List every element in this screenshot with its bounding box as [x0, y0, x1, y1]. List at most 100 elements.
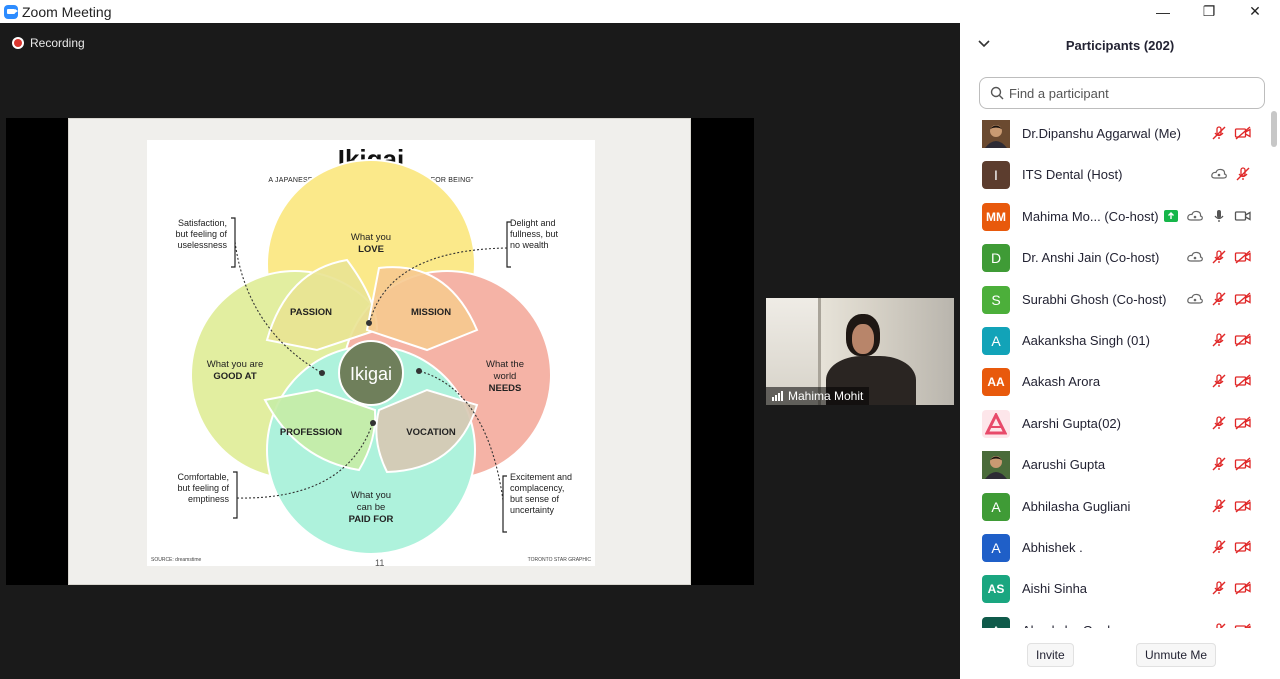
- mic-muted-icon[interactable]: [1210, 414, 1228, 432]
- note-br-3: but sense of: [510, 494, 560, 504]
- participant-row[interactable]: D Dr. Anshi Jain (Co-host): [960, 238, 1270, 278]
- note-tl-2: but feeling of: [175, 229, 227, 239]
- participant-row[interactable]: Aarshi Gupta(02): [960, 404, 1270, 444]
- video-off-icon: [1234, 579, 1252, 597]
- participant-name: Dr.Dipanshu Aggarwal (Me): [1022, 126, 1181, 141]
- unmute-me-button[interactable]: Unmute Me: [1136, 643, 1217, 667]
- video-off-icon: [1234, 497, 1252, 515]
- participant-row[interactable]: Dr.Dipanshu Aggarwal (Me): [960, 114, 1270, 154]
- mic-muted-icon[interactable]: [1210, 621, 1228, 628]
- good-at-label-2: GOOD AT: [213, 371, 256, 382]
- note-br-1: Excitement and: [510, 472, 572, 482]
- mic-muted-icon[interactable]: [1234, 165, 1252, 183]
- zoom-logo-icon: [4, 4, 18, 19]
- love-label-2: LOVE: [358, 244, 384, 255]
- participant-name: Dr. Anshi Jain (Co-host): [1022, 250, 1160, 266]
- vocation-label: VOCATION: [406, 427, 456, 438]
- connector-bl: [236, 421, 374, 499]
- slide-credit: TORONTO STAR GRAPHIC: [527, 557, 591, 563]
- avatar: I: [982, 161, 1010, 190]
- avatar: D: [982, 244, 1010, 273]
- mission-label: MISSION: [411, 307, 451, 318]
- shared-screen: Ikigai A JAPANESE CONCEPT MEANING “A REA…: [6, 118, 754, 585]
- mic-muted-icon[interactable]: [1210, 455, 1228, 473]
- video-off-icon: [1234, 455, 1252, 473]
- participant-search[interactable]: [979, 77, 1265, 109]
- slide-page-number: 11: [375, 558, 385, 568]
- mic-muted-icon[interactable]: [1210, 290, 1228, 308]
- close-button[interactable]: ✕: [1232, 0, 1278, 23]
- paid-for-label-1: What you: [351, 490, 391, 501]
- participant-name: Surabhi Ghosh (Co-host): [1022, 291, 1167, 307]
- slide-source: SOURCE: dreamstime: [151, 557, 202, 563]
- title-bar: Zoom Meeting — ❐ ✕: [0, 0, 1280, 23]
- mic-muted-icon[interactable]: [1210, 372, 1228, 390]
- video-off-icon: [1234, 331, 1252, 349]
- cloud-icon: [1210, 165, 1228, 183]
- video-off-icon: [1234, 414, 1252, 432]
- collapse-panel-button[interactable]: [978, 37, 990, 51]
- invite-button[interactable]: Invite: [1027, 643, 1074, 667]
- search-input[interactable]: [1009, 85, 1249, 101]
- close-icon: ✕: [1249, 3, 1261, 19]
- mic-muted-icon[interactable]: [1210, 248, 1228, 266]
- avatar: A: [982, 616, 1010, 628]
- connector-tl: [234, 241, 323, 374]
- profession-label: PROFESSION: [280, 427, 342, 438]
- connector-tr: [368, 247, 508, 326]
- avatar: AS: [982, 575, 1010, 604]
- mic-muted-icon[interactable]: [1210, 579, 1228, 597]
- participant-name: ITS Dental (Host): [1022, 167, 1123, 183]
- video-off-icon: [1234, 290, 1252, 308]
- mic-muted-icon[interactable]: [1210, 331, 1228, 349]
- note-bl-1: Comfortable,: [177, 472, 229, 482]
- love-label-1: What you: [351, 232, 391, 243]
- recording-icon: [12, 37, 24, 49]
- video-off-icon: [1234, 621, 1252, 628]
- participant-list[interactable]: Dr.Dipanshu Aggarwal (Me) I ITS Dental (Ho…: [960, 114, 1270, 628]
- meeting-video-area: Recording Ikigai A JAPANESE CONCEPT MEAN…: [0, 23, 960, 679]
- participant-row[interactable]: I ITS Dental (Host): [960, 155, 1270, 195]
- mission-region: [365, 266, 479, 352]
- participant-row[interactable]: Aarushi Gupta: [960, 445, 1270, 485]
- vocation-region: [375, 388, 479, 474]
- paid-for-label-2: can be: [357, 502, 386, 513]
- participant-row[interactable]: AAkanksha Goel: [960, 611, 1270, 628]
- participant-name: Abhishek .: [1022, 540, 1083, 555]
- recording-indicator[interactable]: Recording: [12, 36, 85, 50]
- cloud-icon: [1186, 290, 1204, 308]
- note-bl-2: but feeling of: [177, 483, 229, 493]
- avatar: A: [982, 327, 1010, 355]
- minimize-button[interactable]: —: [1140, 0, 1186, 23]
- note-tr-2: fullness, but: [510, 229, 559, 239]
- avatar: AA: [982, 368, 1010, 397]
- mic-muted-icon[interactable]: [1210, 124, 1228, 142]
- minimize-icon: —: [1156, 3, 1170, 20]
- mic-icon[interactable]: [1210, 207, 1228, 225]
- self-view-video[interactable]: Mahima Mohit: [766, 298, 954, 405]
- participant-list-scrollbar[interactable]: [1271, 111, 1277, 147]
- ikigai-venn-diagram: What you LOVE What you are GOOD AT What …: [175, 159, 572, 555]
- cloud-icon: [1186, 248, 1204, 266]
- profession-region: [263, 388, 377, 472]
- video-off-icon: [1234, 538, 1252, 556]
- paid-for-label-3: PAID FOR: [349, 514, 394, 525]
- recording-label: Recording: [30, 36, 85, 50]
- maximize-button[interactable]: ❐: [1186, 0, 1232, 23]
- maximize-icon: ❐: [1202, 3, 1216, 19]
- avatar: [982, 120, 1010, 148]
- mic-muted-icon[interactable]: [1210, 497, 1228, 515]
- window-title: Zoom Meeting: [22, 3, 112, 20]
- mic-muted-icon[interactable]: [1210, 538, 1228, 556]
- cloud-icon: [1186, 207, 1204, 225]
- chevron-down-icon: [978, 40, 990, 48]
- share-badge-icon: [1162, 207, 1180, 225]
- note-tr-1: Delight and: [510, 218, 556, 228]
